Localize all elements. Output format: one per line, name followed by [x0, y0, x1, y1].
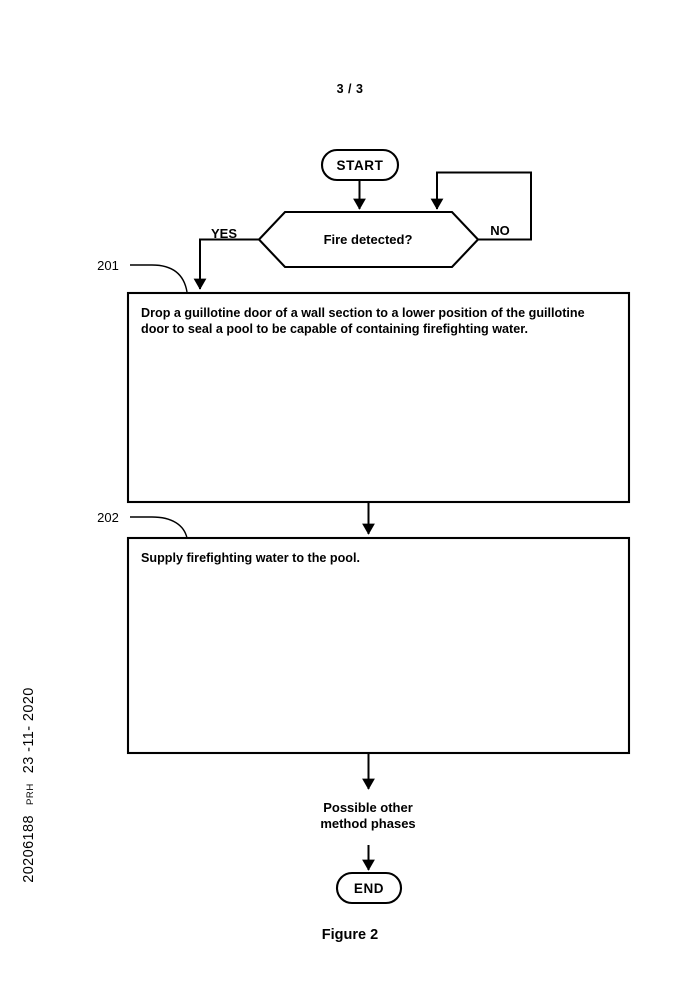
- other-phases-line-2: method phases: [320, 816, 415, 831]
- node-step-202-text: Supply firefighting water to the pool.: [141, 551, 360, 565]
- node-start-label: START: [337, 158, 384, 173]
- reference-leader-202: 202: [97, 510, 188, 539]
- node-decision-fire-detected: Fire detected?: [257, 210, 480, 269]
- node-end-label: END: [354, 881, 384, 896]
- other-phases-line-1: Possible other: [323, 800, 413, 815]
- node-step-202-box: [126, 536, 631, 755]
- node-decision-label: Fire detected?: [324, 232, 413, 247]
- figure-caption: Figure 2: [321, 927, 379, 943]
- reference-label-202: 202: [97, 510, 119, 525]
- reference-leader-201: 201: [97, 258, 188, 293]
- node-end: END: [335, 871, 403, 905]
- branch-label-no: NO: [490, 223, 510, 238]
- node-other-method-phases: Possible other method phases: [320, 800, 415, 831]
- connector-no-loop-back: [430, 171, 532, 241]
- node-step-201-box: [126, 291, 631, 504]
- node-step-201-text: Drop a guillotine door of a wall section…: [141, 306, 585, 337]
- branch-label-yes: YES: [211, 226, 237, 241]
- page-number: 3 / 3: [336, 82, 364, 96]
- node-start: START: [320, 148, 400, 182]
- connector-yes-to-step-201: [193, 238, 259, 290]
- reference-label-201: 201: [97, 258, 119, 273]
